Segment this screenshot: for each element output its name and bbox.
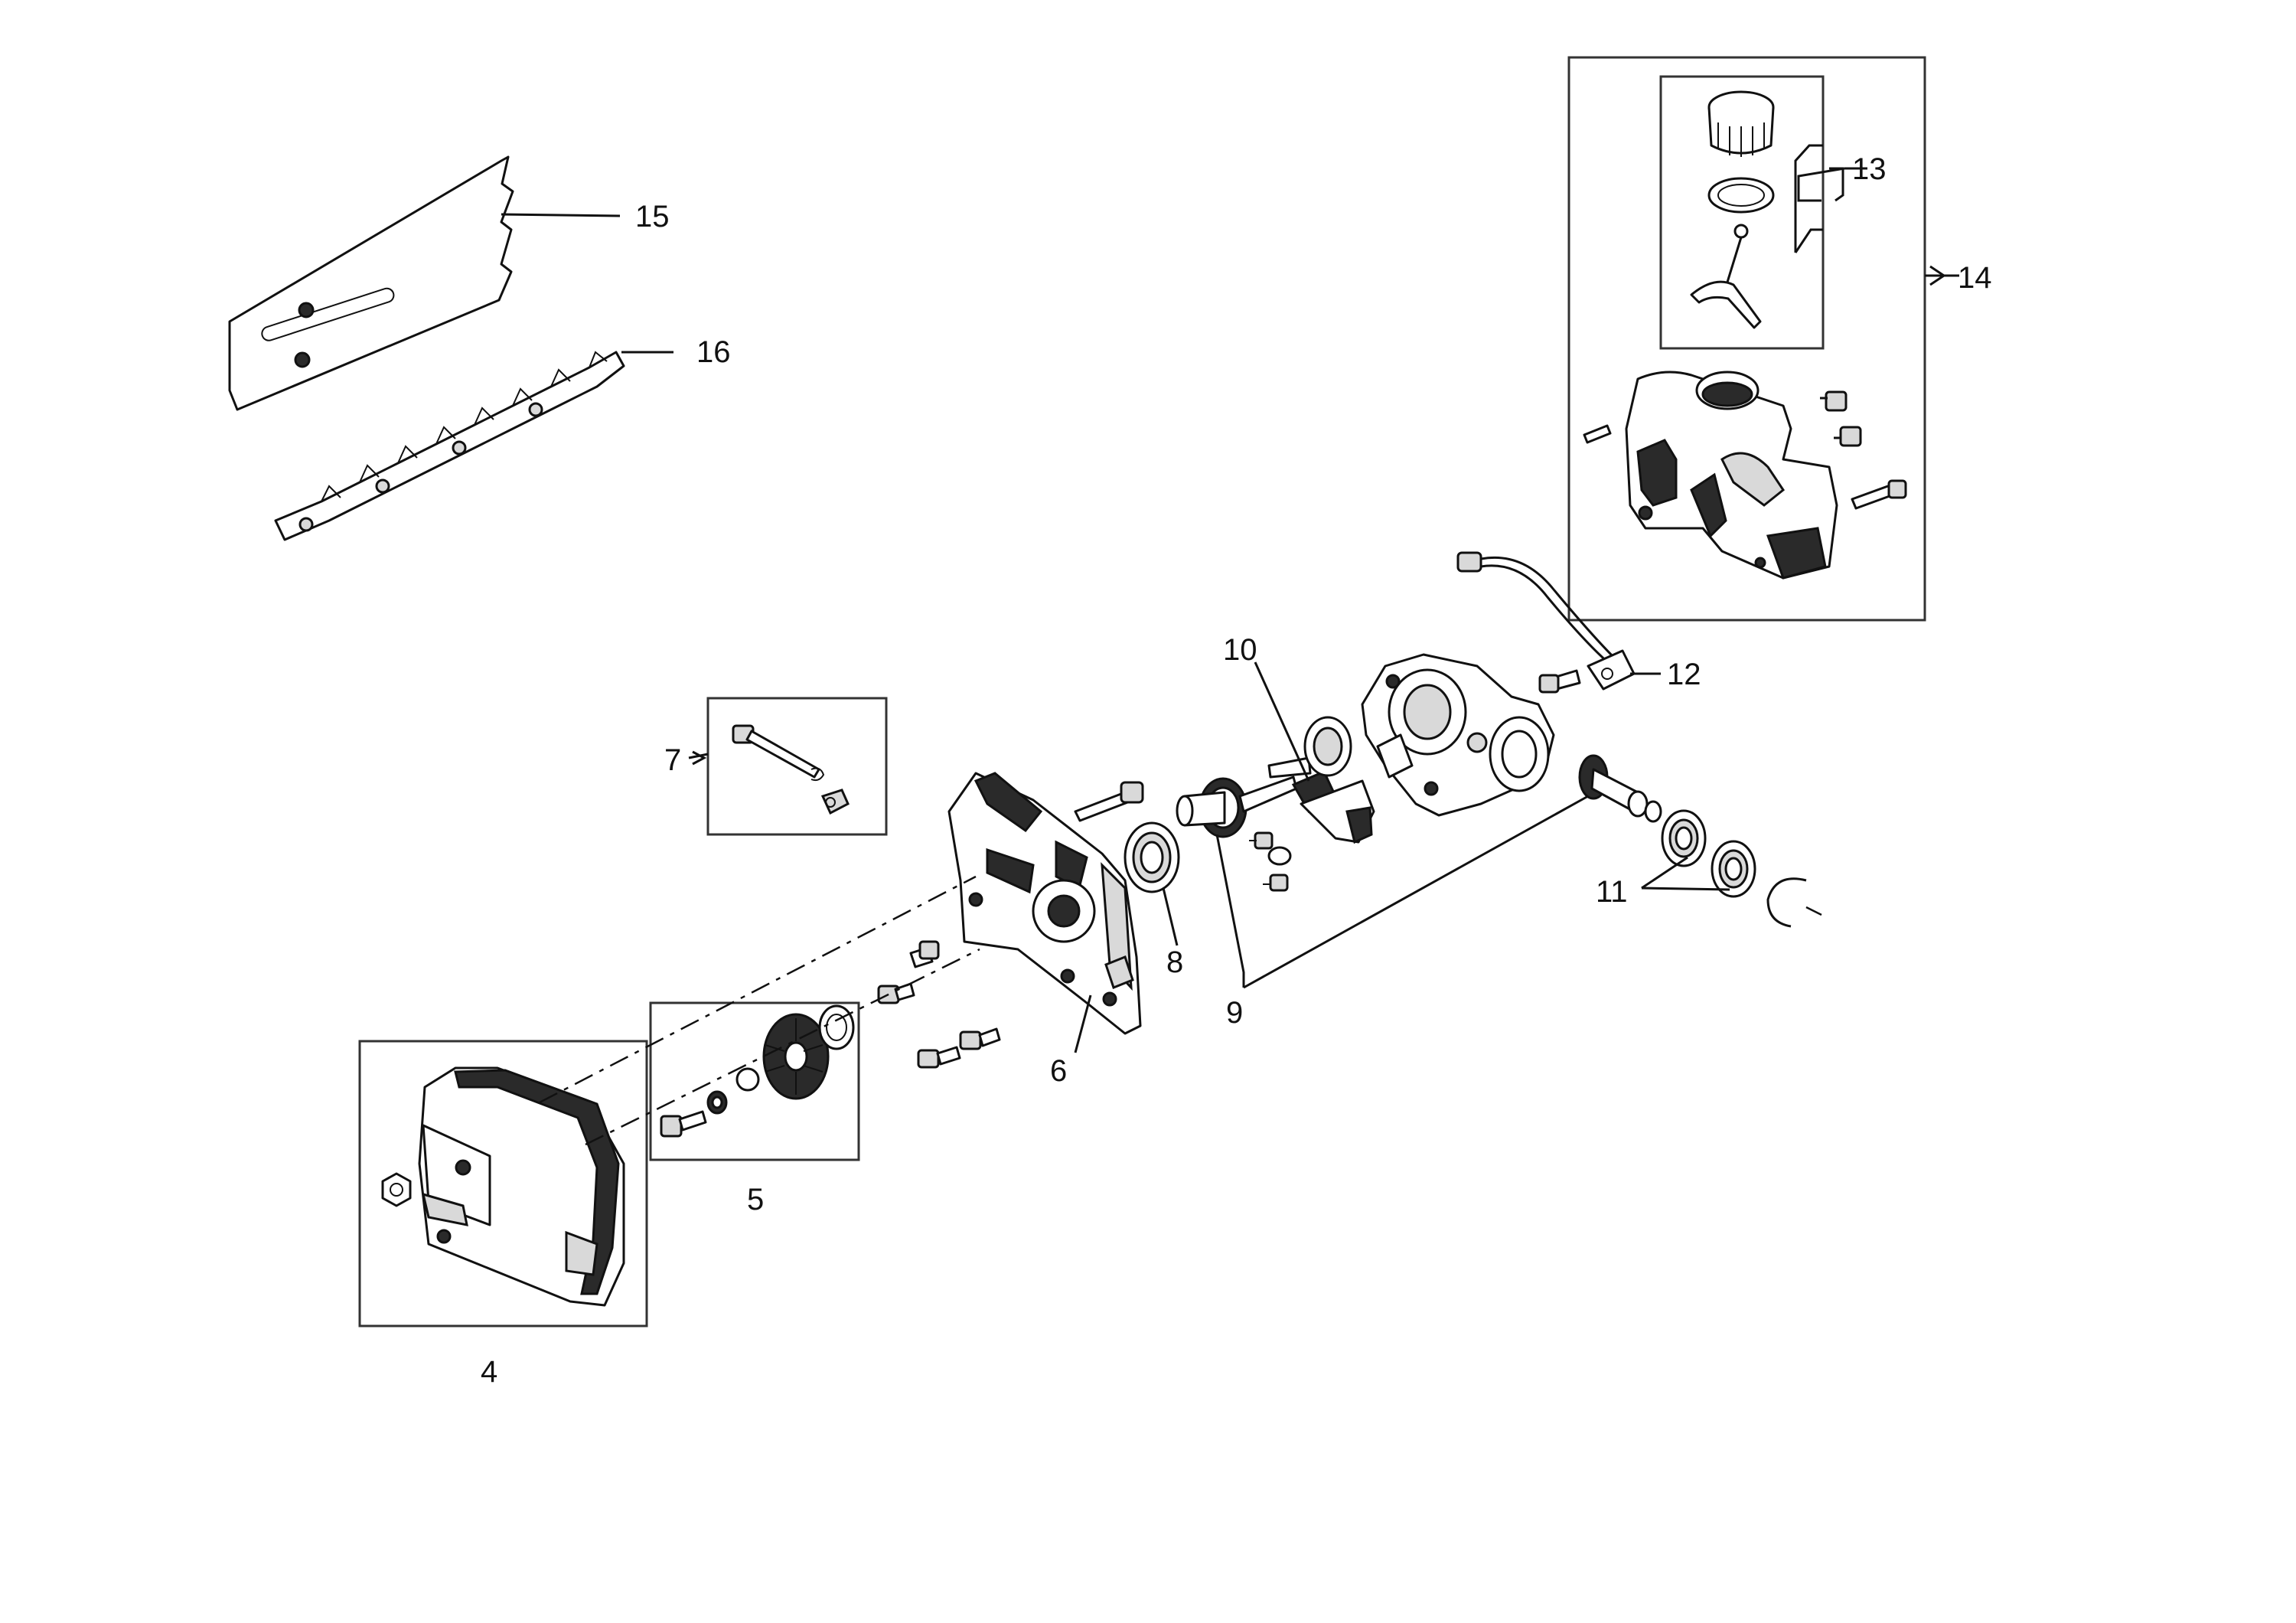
gear-housing <box>1361 653 1555 817</box>
gear-shaft <box>1578 754 1662 823</box>
plate-screws <box>877 781 1144 1069</box>
kit-box-4 <box>358 1040 648 1327</box>
leader-lines <box>501 144 1959 1053</box>
callout-13: 13 <box>1852 152 1887 186</box>
callout-15: 15 <box>635 200 670 233</box>
oil-hose-part-12 <box>1456 551 1636 694</box>
oil-pump-part-10 <box>1291 716 1375 844</box>
sprocket-part-5 <box>660 1004 855 1138</box>
side-plate-part-6 <box>947 772 1142 1035</box>
assembly-axis-3 <box>1805 906 1822 916</box>
callout-4: 4 <box>481 1355 497 1389</box>
kit-box-13 <box>1659 75 1825 350</box>
bearing-part-8 <box>1124 821 1180 893</box>
circlip <box>1766 877 1807 928</box>
guide-bar-part-15 <box>228 155 514 411</box>
callout-9: 9 <box>1226 996 1243 1030</box>
callout-10: 10 <box>1223 633 1257 667</box>
saw-chain-part-16 <box>274 351 625 541</box>
chain-cover-part-4 <box>381 1066 625 1307</box>
tank-screws <box>1583 390 1907 510</box>
assembly-axis-1 <box>539 875 977 1104</box>
kit-box-5 <box>649 1001 860 1161</box>
callout-6: 6 <box>1050 1054 1067 1088</box>
callout-5: 5 <box>747 1183 764 1216</box>
oil-tank-part-14 <box>1625 371 1838 580</box>
sprocket-shaft-part-9 <box>1176 756 1312 838</box>
small-screws-9 <box>1249 831 1292 892</box>
oil-cap-part-13 <box>1690 90 1775 329</box>
kit-box-7 <box>706 697 888 836</box>
callout-12: 12 <box>1667 658 1701 691</box>
kit-box-14 <box>1567 56 1926 622</box>
callout-11: 11 <box>1596 875 1628 909</box>
bearings-part-11 <box>1661 809 1756 898</box>
callout-14: 14 <box>1958 261 1992 295</box>
callout-16: 16 <box>696 335 731 369</box>
callout-7: 7 <box>664 743 681 777</box>
assembly-axis-2 <box>585 948 980 1146</box>
callout-8: 8 <box>1166 945 1183 979</box>
tensioner-part-7 <box>732 724 850 815</box>
